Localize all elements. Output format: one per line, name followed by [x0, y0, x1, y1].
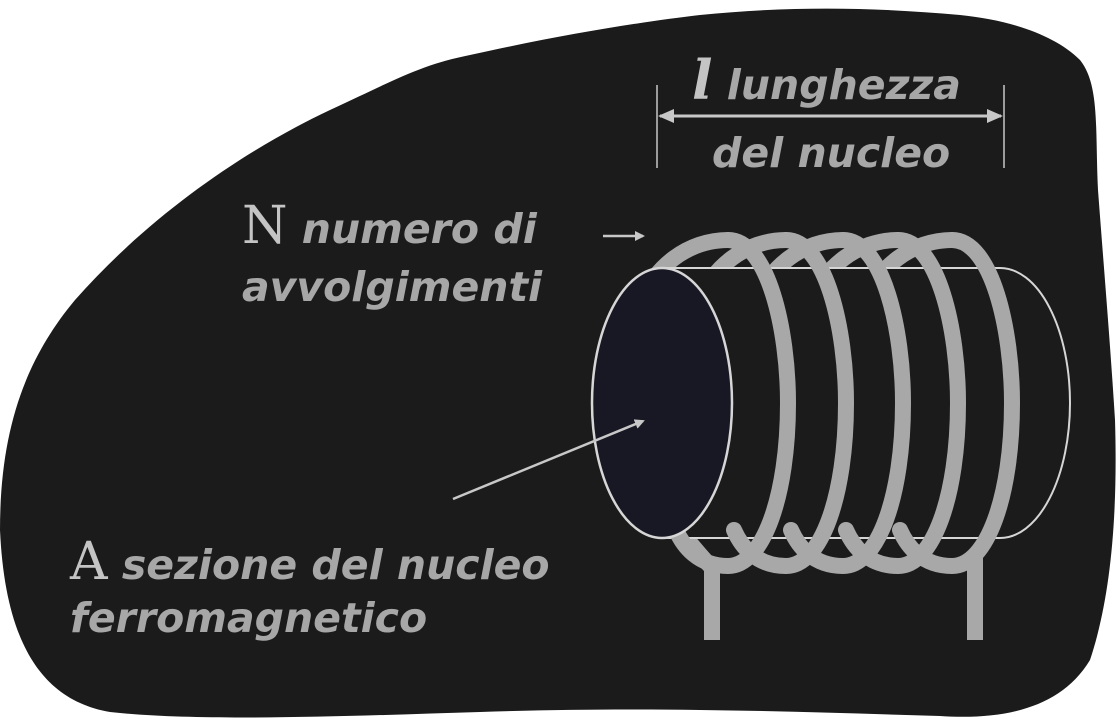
- turns-label-line1: N numero di: [242, 198, 537, 257]
- section-pointer-arrow: [452, 419, 645, 501]
- section-text: sezione del nucleo: [121, 541, 550, 589]
- coil-turn-front-1: [668, 232, 797, 575]
- turns-label-line2: avvolgimenti: [242, 262, 542, 312]
- section-label-line2: ferromagnetico: [70, 593, 427, 643]
- coil-turn-front-3: [783, 232, 912, 575]
- background-blob: [0, 8, 1116, 718]
- length-text-line2: del nucleo: [712, 129, 951, 177]
- section-label-line1: A sezione del nucleo: [70, 533, 550, 594]
- turns-text: numero di: [301, 205, 537, 253]
- turns-symbol: N: [242, 196, 288, 256]
- section-text-line2: ferromagnetico: [70, 594, 428, 642]
- coil-turn-front-4: [838, 232, 967, 575]
- turns-text-line2: avvolgimenti: [242, 263, 543, 311]
- coil-front-turns: [668, 232, 1021, 575]
- length-symbol: l: [692, 48, 713, 112]
- length-label-line2: del nucleo: [712, 128, 950, 178]
- length-dimension: [656, 85, 1005, 168]
- core-body: [661, 267, 1071, 539]
- ferromagnetic-core: [661, 267, 1071, 539]
- coil-turn-front-2: [726, 232, 855, 575]
- length-text: lunghezza: [726, 61, 961, 109]
- length-label-line1: l lunghezza: [692, 50, 961, 115]
- section-symbol: A: [70, 532, 108, 592]
- coil-turn-front-5: [892, 232, 1021, 575]
- core-cross-section-face: [590, 266, 734, 540]
